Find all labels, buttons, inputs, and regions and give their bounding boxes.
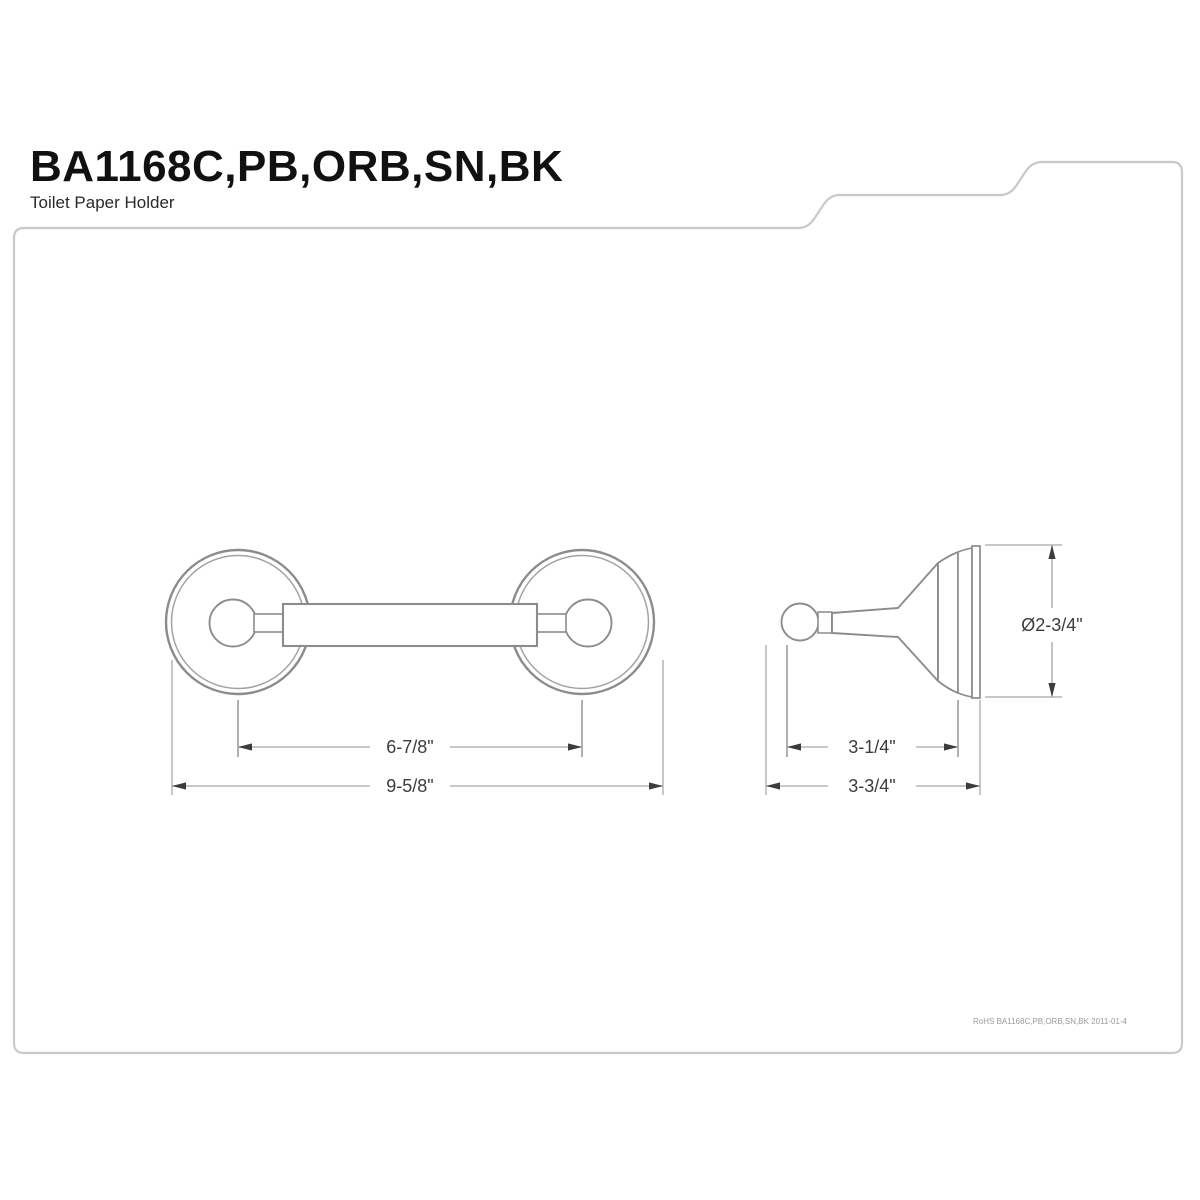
right-ball-finial xyxy=(563,598,613,648)
flange-diameter-dimension: Ø2-3/4" xyxy=(985,544,1083,698)
side-inner-dimension-label: 3-1/4" xyxy=(848,737,895,757)
side-tapered-body xyxy=(831,562,939,682)
right-neck xyxy=(535,613,567,633)
diameter-arrow-top xyxy=(1048,545,1056,559)
front-inner-dimension-label: 6-7/8" xyxy=(386,737,433,757)
side-outer-arrow-left xyxy=(766,782,780,790)
sheet-border xyxy=(12,160,1184,1055)
front-outer-dimension-label: 9-5/8" xyxy=(386,776,433,796)
front-outer-arrow-left xyxy=(172,782,186,790)
side-outer-dimension-label: 3-3/4" xyxy=(848,776,895,796)
footer-revision-note: RoHS BA1168C,PB,ORB,SN,BK 2011-01-4 xyxy=(973,1017,1128,1026)
side-inner-arrow-left xyxy=(787,743,801,751)
left-ball-finial xyxy=(208,598,258,648)
side-ball-finial xyxy=(780,602,820,642)
front-outer-arrow-right xyxy=(649,782,663,790)
side-flange-ring-outer xyxy=(937,551,959,694)
side-neck-stub xyxy=(817,611,833,634)
front-elevation-view xyxy=(164,548,656,696)
front-inner-arrow-left xyxy=(238,743,252,751)
diameter-arrow-bottom xyxy=(1048,683,1056,697)
page-title: BA1168C,PB,ORB,SN,BK xyxy=(30,142,564,191)
front-view-dimensions: 6-7/8" 9-5/8" xyxy=(171,660,664,796)
product-subtitle: Toilet Paper Holder xyxy=(30,193,175,212)
paper-roll-bar xyxy=(281,602,539,648)
side-inner-arrow-right xyxy=(944,743,958,751)
title-block: BA1168C,PB,ORB,SN,BK Toilet Paper Holder xyxy=(30,143,790,213)
left-neck xyxy=(253,613,285,633)
side-wall-plate xyxy=(971,545,981,699)
side-flange-ring-middle xyxy=(957,547,973,698)
side-profile-view xyxy=(780,545,981,699)
side-view-dimensions: 3-1/4" 3-3/4" xyxy=(765,645,981,796)
flange-diameter-label: Ø2-3/4" xyxy=(1021,615,1082,635)
front-inner-arrow-right xyxy=(568,743,582,751)
side-outer-arrow-right xyxy=(966,782,980,790)
